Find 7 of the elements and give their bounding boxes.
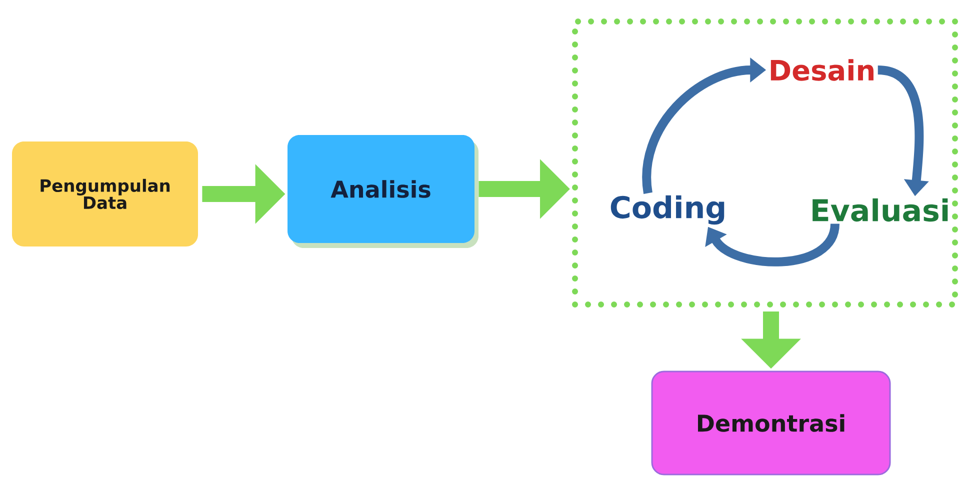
- stage-label: Desain: [770, 59, 874, 81]
- stage-label: Evaluasi: [812, 198, 948, 222]
- dotted-group-box: [572, 18, 958, 308]
- stage-label: Coding: [610, 195, 724, 225]
- process-box: Pengumpulan Data: [12, 142, 198, 246]
- process-box: Analisis: [288, 135, 478, 248]
- process-box: Demontrasi: [651, 370, 891, 476]
